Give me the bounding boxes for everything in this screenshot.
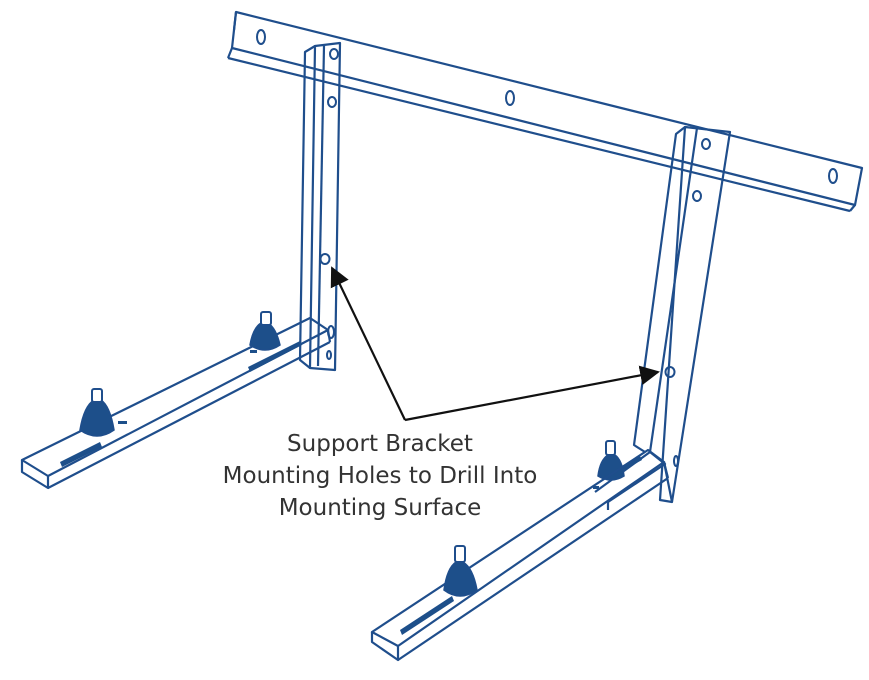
callout-arrows — [330, 266, 660, 422]
callout-line-2: Mounting Holes to Drill Into — [222, 463, 538, 489]
left-arm-feet — [79, 311, 281, 437]
right-post-holes — [664, 138, 711, 467]
left-post-holes — [319, 48, 339, 360]
arrow-to-left-hole — [330, 266, 406, 421]
right-post — [632, 125, 732, 504]
callout-label: Support Bracket Mounting Holes to Drill … — [190, 428, 570, 524]
callout-line-3: Mounting Surface — [278, 495, 482, 521]
callout-line-1: Support Bracket — [287, 431, 473, 457]
right-arm-slots — [400, 596, 454, 635]
left-post — [298, 41, 342, 372]
right-upper-foot — [597, 440, 625, 481]
left-arm-slots — [60, 341, 302, 467]
right-upper-arm-details — [593, 456, 642, 489]
right-arm-foot — [443, 545, 478, 597]
right-arm — [370, 448, 674, 662]
top-rail — [226, 10, 864, 213]
left-arm — [20, 316, 332, 490]
arrow-to-right-hole — [404, 365, 660, 422]
rail-holes — [256, 29, 838, 184]
